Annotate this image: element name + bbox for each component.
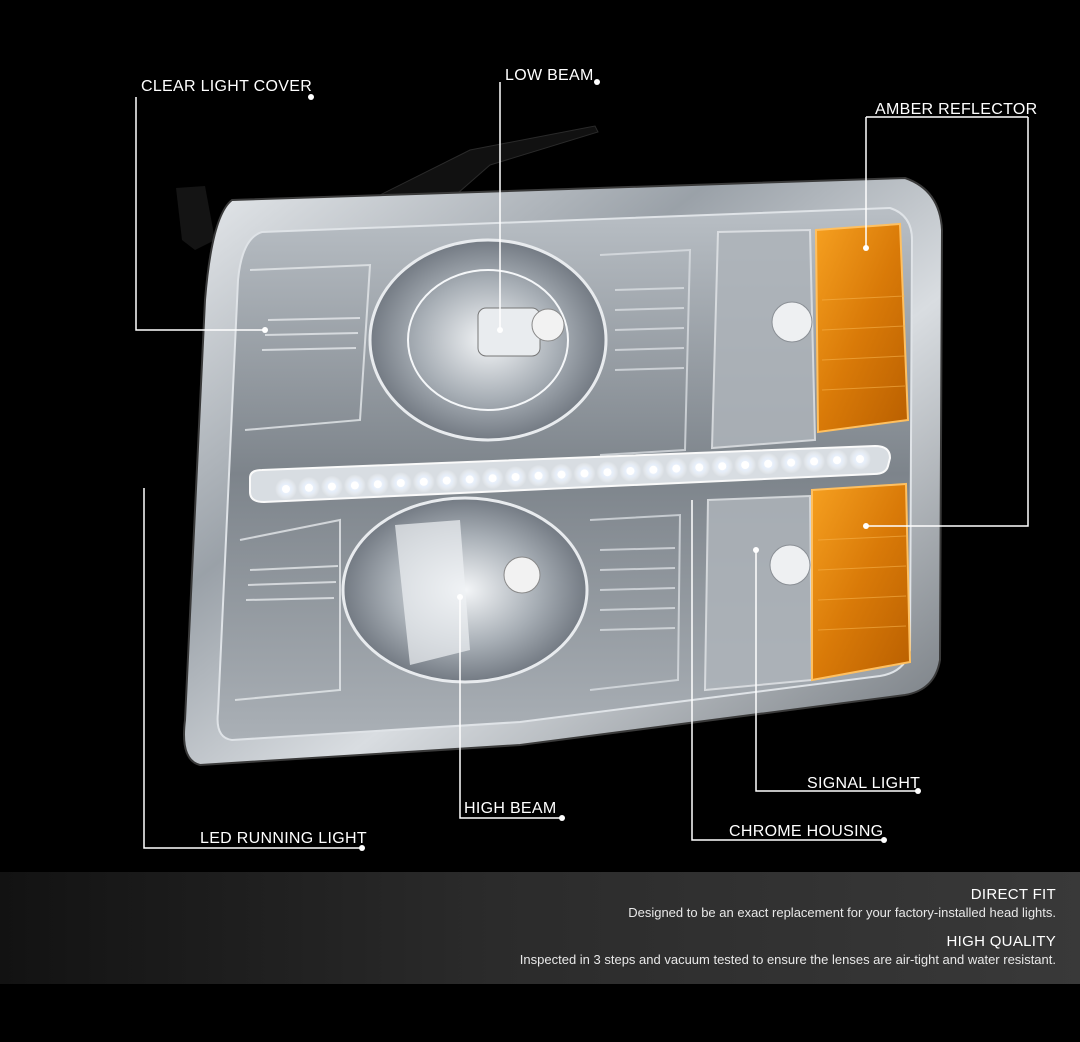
led-dot xyxy=(534,471,543,480)
led-dot xyxy=(350,481,359,490)
corner-clear-section xyxy=(703,228,817,692)
led-dot xyxy=(580,469,589,478)
feature-title-direct-fit: DIRECT FIT xyxy=(970,886,1056,903)
led-dot xyxy=(787,458,796,467)
high-beam-bulb xyxy=(503,556,541,594)
led-dot xyxy=(419,477,428,486)
led-dot xyxy=(603,468,612,477)
feature-info-band: DIRECT FIT Designed to be an exact repla… xyxy=(0,872,1080,984)
led-dot xyxy=(465,475,474,484)
callout-low-beam: LOW BEAM xyxy=(505,67,594,84)
led-dot xyxy=(718,462,727,471)
led-dot xyxy=(282,485,290,493)
callout-amber-reflector: AMBER REFLECTOR xyxy=(875,101,1038,118)
callout-clear-light-cover: CLEAR LIGHT COVER xyxy=(141,78,313,95)
callout-led-running-light: LED RUNNING LIGHT xyxy=(200,830,367,847)
amber-reflector-lower xyxy=(811,482,912,682)
led-dots xyxy=(275,448,871,500)
callout-high-beam: HIGH BEAM xyxy=(464,800,557,817)
led-dot xyxy=(327,482,336,491)
led-dot xyxy=(741,461,750,469)
led-dot xyxy=(672,464,681,473)
led-dot xyxy=(442,476,451,485)
left-reflector xyxy=(234,263,372,701)
led-dot xyxy=(810,457,819,466)
led-dot xyxy=(764,459,773,468)
led-dot xyxy=(304,483,313,492)
led-dot xyxy=(856,455,864,463)
led-dot xyxy=(373,480,382,489)
led-dot xyxy=(833,456,842,465)
led-dot xyxy=(488,474,497,483)
callout-signal-light: SIGNAL LIGHT xyxy=(807,775,921,792)
feature-title-high-quality: HIGH QUALITY xyxy=(946,933,1056,950)
led-dot xyxy=(695,463,704,472)
callout-lines xyxy=(135,82,1029,849)
led-dot xyxy=(557,470,566,479)
led-dot xyxy=(626,467,635,475)
led-dot xyxy=(649,465,658,474)
callout-chrome-housing: CHROME HOUSING xyxy=(729,823,884,840)
led-dot xyxy=(511,473,520,481)
callout-dots xyxy=(262,79,921,851)
left-tab xyxy=(176,186,215,250)
low-beam-bulb xyxy=(477,307,541,357)
led-dot xyxy=(396,479,405,487)
feature-desc-high-quality: Inspected in 3 steps and vacuum tested t… xyxy=(519,952,1056,967)
feature-desc-direct-fit: Designed to be an exact replacement for … xyxy=(628,905,1056,920)
